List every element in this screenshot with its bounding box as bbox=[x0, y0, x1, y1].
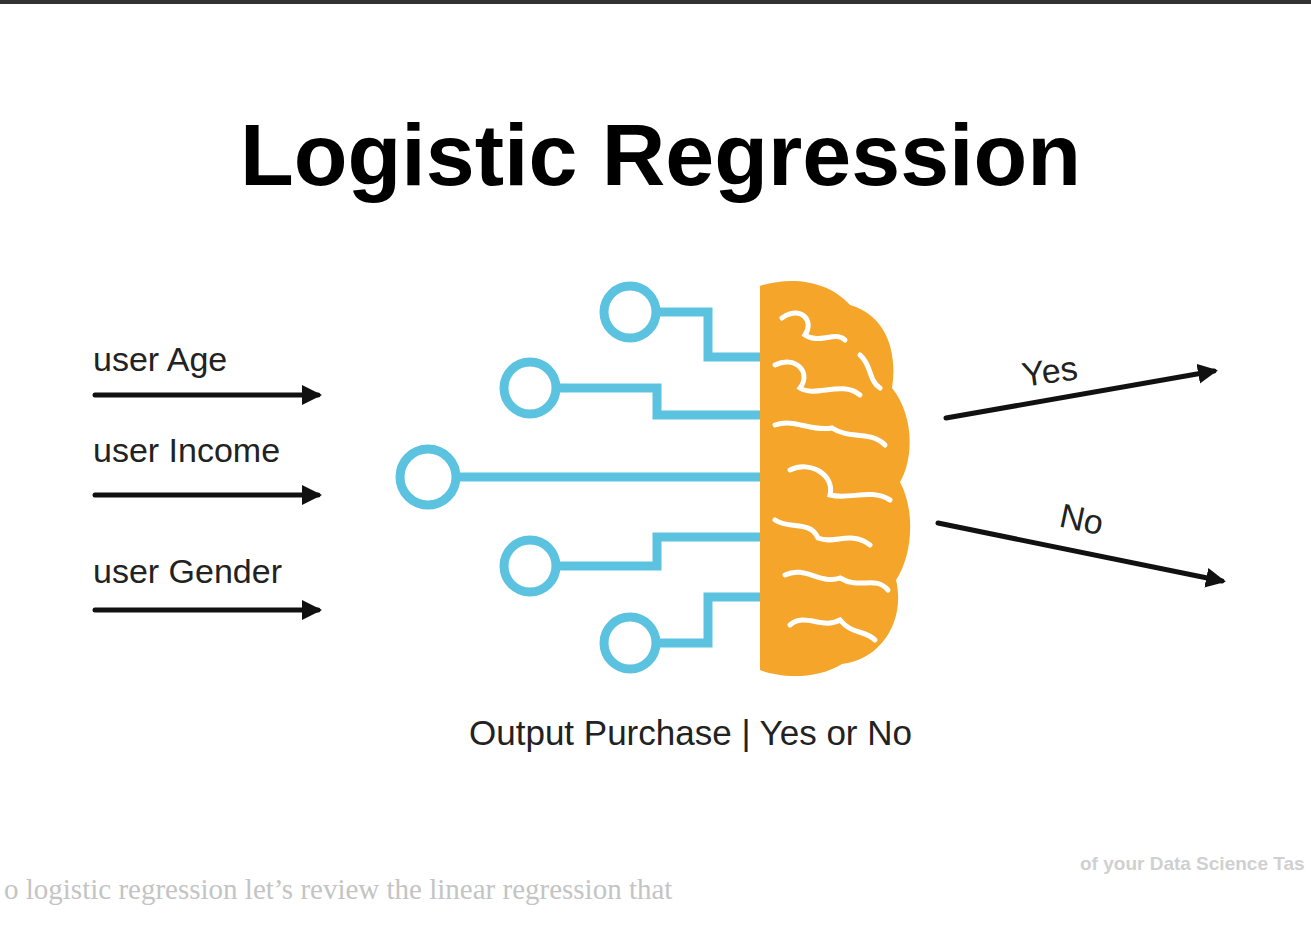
output-arrows bbox=[938, 371, 1222, 581]
circuit bbox=[400, 286, 764, 669]
top-bar bbox=[0, 0, 1311, 4]
circuit-node bbox=[604, 617, 656, 669]
brain-folds bbox=[775, 313, 890, 640]
circuit-node bbox=[400, 449, 456, 505]
input-arrow bbox=[95, 608, 318, 613]
circuit-wire bbox=[556, 537, 764, 566]
input-arrow bbox=[95, 493, 318, 498]
output-label: No bbox=[1056, 496, 1107, 543]
input-label: user Gender bbox=[93, 552, 282, 591]
circuit-wire bbox=[456, 473, 764, 482]
input-label: user Income bbox=[93, 431, 280, 470]
circuit-node bbox=[504, 362, 556, 414]
background-text: of your Data Science Tas bbox=[1080, 853, 1305, 875]
circuit-node bbox=[504, 540, 556, 592]
output-arrow bbox=[946, 371, 1214, 418]
circuit-node bbox=[604, 286, 656, 338]
diagram-caption: Output Purchase | Yes or No bbox=[469, 713, 912, 753]
output-label: Yes bbox=[1020, 348, 1080, 394]
circuit-wire bbox=[656, 597, 764, 643]
diagram-title: Logistic Regression bbox=[240, 104, 1081, 205]
circuit-wire bbox=[556, 388, 764, 415]
input-label: user Age bbox=[93, 340, 227, 379]
circuit-wire bbox=[656, 312, 764, 357]
input-arrow bbox=[95, 393, 318, 398]
brain-half bbox=[760, 281, 910, 676]
background-text: o logistic regression let’s review the l… bbox=[4, 873, 672, 906]
